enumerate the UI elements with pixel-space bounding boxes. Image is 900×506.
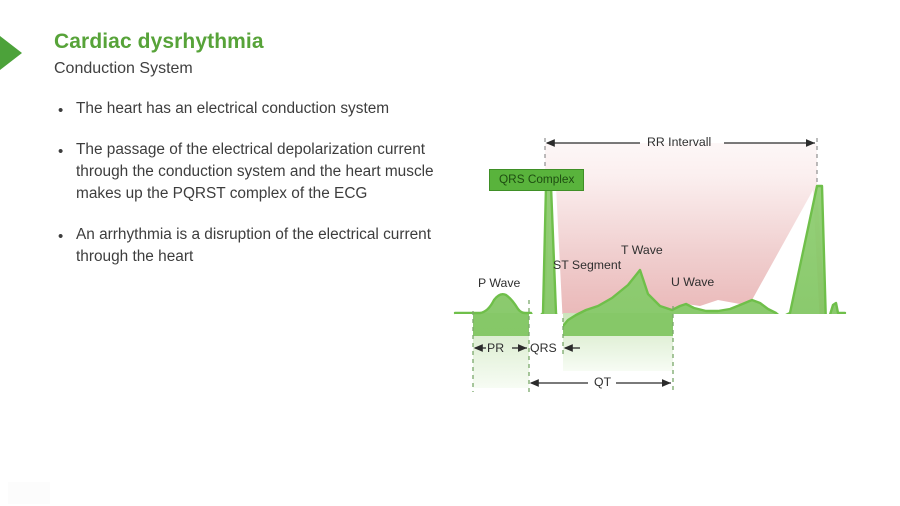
qt-label: QT	[594, 375, 612, 389]
qrs-label: QRS	[530, 341, 557, 355]
watermark	[8, 482, 50, 504]
st-segment-label: ST Segment	[553, 258, 622, 272]
qrs-complex-badge: QRS Complex	[489, 169, 585, 191]
list-item: • The passage of the electrical depolari…	[54, 139, 454, 205]
rr-interval-band	[545, 143, 826, 326]
bullet-dot-icon: •	[58, 228, 64, 246]
list-item-text: The passage of the electrical depolariza…	[76, 141, 434, 203]
guide-lines	[472, 300, 674, 392]
p-wave-label: P Wave	[478, 276, 521, 290]
list-item-text: An arrhythmia is a disruption of the ele…	[76, 226, 431, 266]
u-wave-label: U Wave	[671, 275, 715, 289]
pr-label: PR	[487, 341, 505, 355]
list-item-text: The heart has an electrical conduction s…	[76, 100, 390, 117]
page-title: Cardiac dysrhythmia	[54, 30, 264, 53]
bullet-dot-icon: •	[58, 102, 64, 120]
bullet-list: • The heart has an electrical conduction…	[54, 98, 454, 287]
bullet-dot-icon: •	[58, 143, 64, 161]
list-item: • An arrhythmia is a disruption of the e…	[54, 224, 454, 268]
accent-arrow-icon	[0, 36, 22, 70]
t-wave-label: T Wave	[621, 243, 663, 257]
rr-interval-label: RR Intervall	[647, 135, 712, 149]
page-subtitle: Conduction System	[54, 60, 193, 77]
list-item: • The heart has an electrical conduction…	[54, 98, 454, 120]
ecg-trace	[453, 184, 847, 336]
